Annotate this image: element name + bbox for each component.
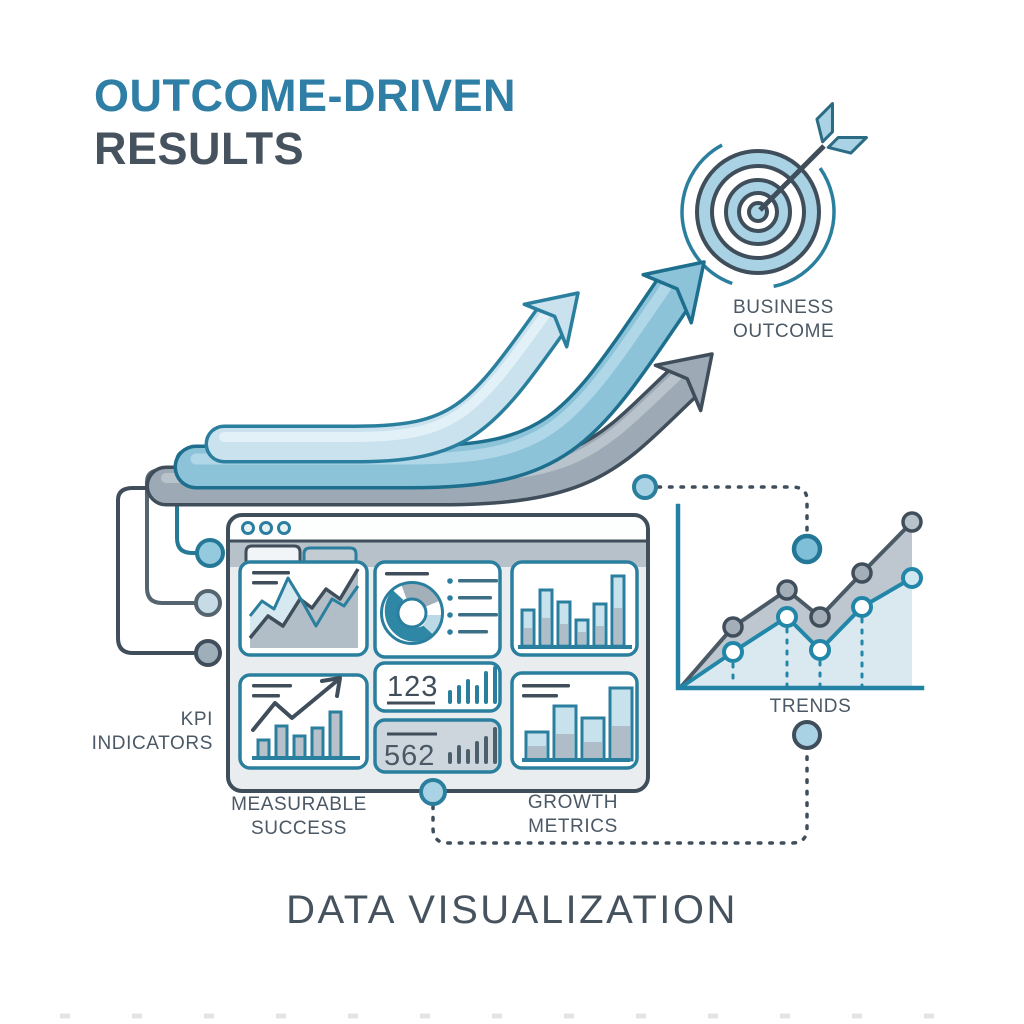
- growth-metrics-label: GROWTH METRICS: [527, 792, 619, 838]
- footer-title: DATA VISUALIZATION: [286, 888, 738, 932]
- bar-chart-icon: [256, 710, 343, 760]
- legend-list-icon: [447, 578, 498, 635]
- dotted-connector-bottom: [419, 720, 822, 845]
- connector-node: [419, 778, 447, 806]
- kpi-connector-nodes: [194, 538, 225, 667]
- connector-node: [792, 720, 822, 750]
- stat-card-secondary: 562: [373, 718, 502, 774]
- connector-node: [194, 639, 222, 667]
- window-dots-icon: [241, 521, 291, 535]
- trend-bars-card: [238, 673, 369, 770]
- donut-chart-icon: [380, 581, 444, 645]
- mini-bars-icon: [448, 727, 497, 764]
- target-bullseye-icon: [680, 102, 868, 290]
- trends-label: TRENDS: [769, 696, 852, 717]
- business-outcome-label: BUSINESS OUTCOME: [733, 297, 835, 343]
- stat-primary-value: 123: [387, 671, 438, 703]
- area-chart-card: [238, 560, 369, 657]
- window-titlebar: [228, 515, 648, 541]
- trends-line-chart: [675, 503, 925, 691]
- kpi-indicators-label: KPI INDICATORS: [91, 709, 213, 755]
- dashboard-window: 123 562: [226, 513, 650, 793]
- measurable-success-label: MEASURABLE SUCCESS: [231, 794, 367, 840]
- chart-axes: [675, 503, 925, 691]
- bar-chart-card-bottom: [510, 671, 639, 770]
- dotted-connector-top: [632, 474, 823, 565]
- page-title: OUTCOME-DRIVEN RESULTS: [94, 70, 516, 175]
- mini-bars-icon: [448, 666, 497, 704]
- growth-arrow-pale-icon: [204, 291, 580, 464]
- stat-secondary-value: 562: [384, 740, 435, 772]
- donut-chart-card: [373, 560, 502, 659]
- page-title-accent: OUTCOME-DRIVEN: [94, 70, 516, 121]
- bar-chart-card-top: [510, 560, 639, 657]
- growth-arrow-blue-icon: [173, 260, 706, 490]
- stat-card-primary: 123: [373, 661, 502, 713]
- connector-node: [632, 474, 658, 500]
- page-title-rest: RESULTS: [94, 122, 305, 174]
- connector-node: [194, 589, 222, 617]
- connector-node: [791, 533, 823, 565]
- trend-arrow-icon: [251, 676, 342, 732]
- connector-node: [195, 538, 225, 568]
